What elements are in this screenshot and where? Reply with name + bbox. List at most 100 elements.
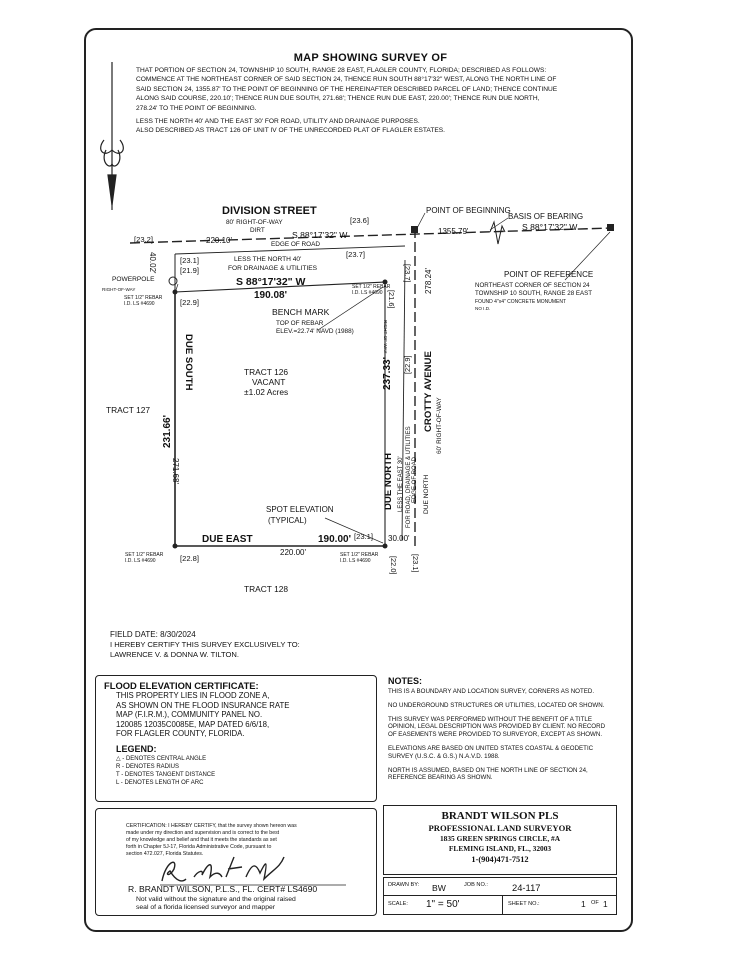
note-line: ELEVATIONS ARE BASED ON UNITED STATES CO… xyxy=(388,744,594,752)
note-item: THIS SURVEY WAS PERFORMED WITHOUT THE BE… xyxy=(388,716,605,739)
acres-label: ±1.02 Acres xyxy=(244,387,289,397)
note-line: NO UNDERGROUND STRUCTURES OR UTILITIES, … xyxy=(388,701,605,709)
due-east-label: DUE EAST xyxy=(202,534,253,545)
title-block-divider xyxy=(384,895,616,896)
sheet-total-value: 1 xyxy=(603,899,608,909)
distance-21-9: [21.9] xyxy=(180,266,199,275)
certify-line-2: LAWRENCE V. & DONNA W. TILTON. xyxy=(110,650,239,659)
rebar-nw-2: I.D. LS #4690 xyxy=(124,301,155,307)
description-line: COMMENCE AT THE NORTHEAST CORNER OF SAID… xyxy=(136,76,557,84)
tract-126-label: TRACT 126 xyxy=(244,367,289,377)
bearing-basis: S 88°17'32" W xyxy=(522,222,578,232)
bearing-lot-north: S 88°17'32" W xyxy=(236,276,306,288)
scale-label: SCALE: xyxy=(388,901,408,907)
description-line: THAT PORTION OF SECTION 24, TOWNSHIP 10 … xyxy=(136,67,547,74)
title-block: DRAWN BY: BW JOB NO.: 24-117 SCALE: 1" =… xyxy=(383,877,617,915)
division-street-label: DIVISION STREET xyxy=(222,205,317,217)
firm-phone: 1-(904)471-7512 xyxy=(471,855,529,864)
job-no-label: JOB NO.: xyxy=(464,882,488,888)
distance-23-7: [23.7] xyxy=(346,250,365,259)
top-of-rebar-label: TOP OF REBAR xyxy=(276,320,324,327)
row-label-small: RIGHT-OF-WAY xyxy=(102,287,136,292)
flood-line: THIS PROPERTY LIES IN FLOOD ZONE A, xyxy=(116,691,270,700)
basis-of-bearing-label: BASIS OF BEARING xyxy=(508,212,584,221)
certification-line: CERTIFICATION: I HEREBY CERTIFY, that th… xyxy=(126,823,297,829)
flood-line: AS SHOWN ON THE FLOOD INSURANCE RATE xyxy=(116,700,290,710)
note-item: THIS IS A BOUNDARY AND LOCATION SURVEY, … xyxy=(388,688,605,696)
description-line: ALONG SAID COURSE, 220.10'; THENCE RUN D… xyxy=(136,95,540,103)
rebar-ne-2: I.D. LS #4690 xyxy=(352,290,383,296)
note-line: REFERENCE BEARING AS SHOWN. xyxy=(388,774,493,782)
reference-line-1: NORTHEAST CORNER OF SECTION 24 xyxy=(475,282,590,289)
note-line: OF EASEMENTS WERE PROVIDED TO SURVEYOR, … xyxy=(388,731,603,739)
certification-line: forth in Chapter 5J-17, Florida Administ… xyxy=(126,844,272,850)
legend-item: T - DENOTES TANGENT DISTANCE xyxy=(116,772,216,778)
flood-line: 120085 12035C0085E, MAP DATED 6/6/18, xyxy=(116,719,270,729)
vacant-label: VACANT xyxy=(252,377,286,387)
road-lines xyxy=(129,212,613,548)
distance-231-66: 231.66' xyxy=(162,415,173,448)
distance-278-24: 278.24' xyxy=(424,268,433,294)
rebar-se-1: SET 1/2" REBAR xyxy=(340,552,379,558)
firm-address-1: 1835 GREEN SPRINGS CIRCLE, #A xyxy=(439,834,561,843)
typical-label: (TYPICAL) xyxy=(268,516,307,525)
reference-line-4: NO I.D. xyxy=(475,306,491,311)
certification-line: section 472.027, Florida Statutes. xyxy=(126,851,204,857)
distance-23-1-top: [23.1] xyxy=(180,256,199,265)
note-line: THIS SURVEY WAS PERFORMED WITHOUT THE BE… xyxy=(388,715,592,723)
flood-text: THIS PROPERTY LIES IN FLOOD ZONE A, AS S… xyxy=(116,691,289,739)
not-valid-line-1: Not valid without the signature and the … xyxy=(136,896,296,903)
tract-128-label: TRACT 128 xyxy=(244,584,289,594)
firm-box: BRANDT WILSON PLS PROFESSIONAL LAND SURV… xyxy=(383,805,617,875)
note-item: NO UNDERGROUND STRUCTURES OR UTILITIES, … xyxy=(388,702,605,710)
certification-line: of my knowledge and belief and that it m… xyxy=(126,837,277,843)
distance-40-02: 40.02' xyxy=(148,252,157,274)
legend-item: L - DENOTES LENGTH OF ARC xyxy=(116,780,204,786)
firm-name: BRANDT WILSON PLS xyxy=(441,810,559,822)
north-arrow-icon xyxy=(100,62,124,210)
due-north-lot-label: DUE NORTH xyxy=(383,452,394,510)
rebar-sw-2: I.D. LS #4690 xyxy=(125,558,156,564)
crotty-avenue-label: CROTTY AVENUE xyxy=(423,351,434,432)
bench-mark-label: BENCH MARK xyxy=(272,307,330,317)
distance-22-8: [22.8] xyxy=(180,554,199,563)
firm-address-2: FLEMING ISLAND, FL., 32003 xyxy=(448,844,552,853)
distance-30-00: 30.00' xyxy=(388,534,410,543)
powerpole-label: POWERPOLE xyxy=(112,276,155,283)
distance-190-08: 190.08' xyxy=(254,290,287,301)
due-north-vertical: DUE NORTH xyxy=(423,474,430,514)
signature xyxy=(160,856,346,886)
not-valid-line-2: seal of a florida licensed surveyor and … xyxy=(136,904,276,911)
due-south-label: DUE SOUTH xyxy=(183,334,194,391)
certify-line-1: I HEREBY CERTIFY THIS SURVEY EXCLUSIVELY… xyxy=(110,640,300,649)
distance-22-9-vertical: [22.9] xyxy=(403,355,412,375)
sheet-no-value: 1 xyxy=(581,899,586,909)
firm-subtitle: PROFESSIONAL LAND SURVEYOR xyxy=(428,823,572,833)
distance-23-7-vertical: [23.7] xyxy=(403,264,412,283)
drawn-by-value: BW xyxy=(432,883,446,893)
flood-line: FOR FLAGLER COUNTY, FLORIDA. xyxy=(116,729,245,738)
note-line: THIS IS A BOUNDARY AND LOCATION SURVEY, … xyxy=(388,688,595,695)
distance-23-1-se: [23.1] xyxy=(354,532,373,541)
edge-of-road-label: EDGE OF ROAD xyxy=(271,241,321,248)
distance-237-33: 237.33' xyxy=(382,357,393,390)
sheet-of-label: OF xyxy=(591,900,599,906)
notes-heading: NOTES: xyxy=(388,676,423,686)
drawn-by-label: DRAWN BY: xyxy=(388,882,420,888)
flood-heading: FLOOD ELEVATION CERTIFICATE: xyxy=(104,680,259,691)
sheet-border xyxy=(84,28,633,932)
distance-23-6: [23.6] xyxy=(350,216,369,225)
distance-220-00: 220.00' xyxy=(280,548,306,557)
distance-1355-79: 1355.79' xyxy=(438,227,469,236)
note-line: OPINION, LEGAL DESCRIPTION WAS PROVIDED … xyxy=(388,723,606,731)
distance-22-0: [22.0] xyxy=(389,556,398,575)
monuments xyxy=(168,224,614,549)
less-north-line-2: FOR DRAINAGE & UTILITIES xyxy=(228,265,318,272)
legend-item: △ - DENOTES CENTRAL ANGLE xyxy=(116,756,207,762)
reference-line-3: FOUND 4"x4" CONCRETE MONUMENT xyxy=(475,299,567,305)
point-of-reference-label: POINT OF REFERENCE xyxy=(504,270,594,279)
distance-23-2: [23.2] xyxy=(134,235,153,244)
less-line: LESS THE NORTH 40' AND THE EAST 30' FOR … xyxy=(136,118,420,125)
legend-heading: LEGEND: xyxy=(116,744,157,754)
